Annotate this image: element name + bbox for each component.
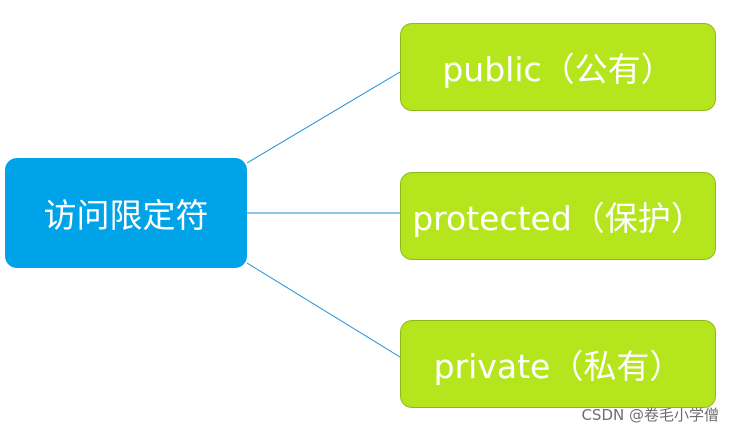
child-node-private: private（私有） bbox=[400, 320, 716, 408]
child-node-label: protected（保护） bbox=[412, 199, 704, 238]
connector-private bbox=[246, 262, 401, 358]
root-node-label: 访问限定符 bbox=[43, 196, 209, 235]
connector-public bbox=[246, 71, 401, 164]
child-node-label: private（私有） bbox=[433, 347, 683, 386]
watermark: CSDN @卷毛小学僧 bbox=[581, 406, 719, 424]
root-node-access-specifier: 访问限定符 bbox=[5, 158, 247, 268]
child-node-protected: protected（保护） bbox=[400, 172, 716, 260]
child-node-public: public（公有） bbox=[400, 23, 716, 111]
child-node-label: public（公有） bbox=[442, 50, 674, 89]
